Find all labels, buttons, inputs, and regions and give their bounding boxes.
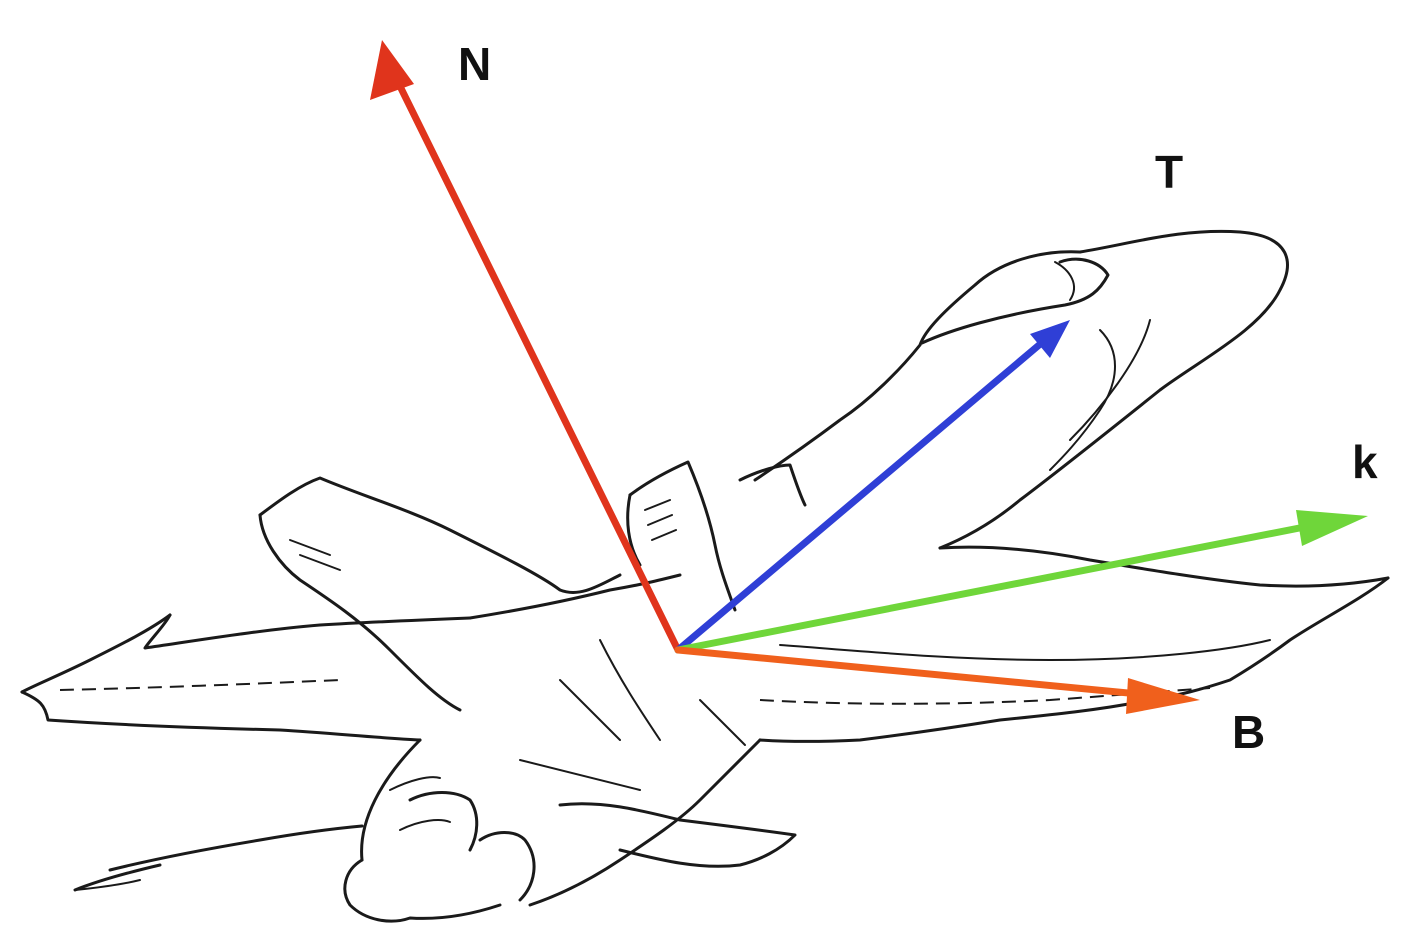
fighter-jet-drawing [20, 229, 1390, 923]
vector-T [674, 320, 1070, 654]
label-N: N [458, 38, 491, 90]
label-T: T [1155, 146, 1183, 198]
vector-B [674, 646, 1200, 714]
label-k: k [1352, 436, 1378, 488]
vector-k [674, 510, 1368, 654]
label-B: B [1232, 706, 1265, 758]
vector-N [370, 40, 682, 654]
